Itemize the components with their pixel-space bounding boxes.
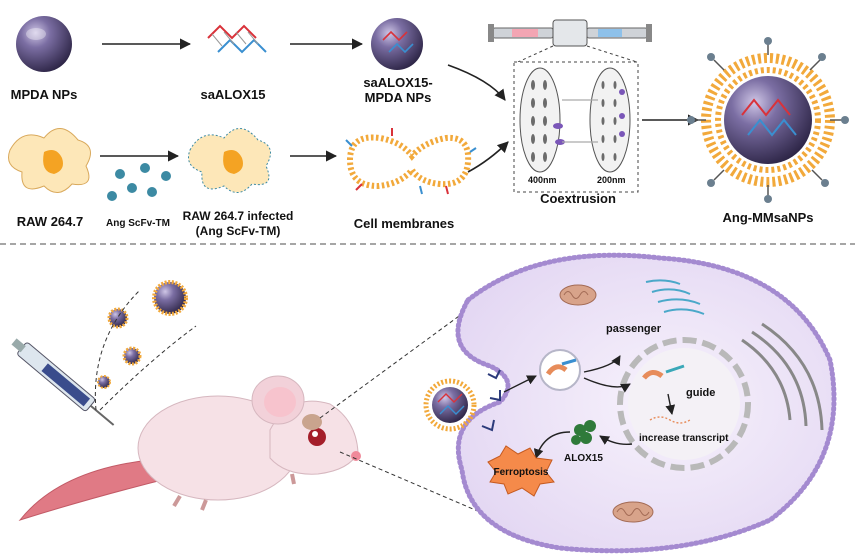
- ang-mmsanp-label: Ang-MMsaNPs: [722, 210, 813, 225]
- coextrusion-label: Coextrusion: [540, 191, 616, 206]
- mitochondrion-top: [559, 284, 597, 306]
- raw-264-label: RAW 264.7: [17, 214, 83, 229]
- virus-particles: [107, 163, 171, 201]
- saalox15-rna-icon: [207, 24, 267, 54]
- pore-400-label: 400nm: [528, 175, 557, 185]
- transcript-strand: [649, 416, 691, 424]
- mpda-nanoparticle: [16, 16, 72, 72]
- membrane-filter-400nm: [519, 67, 565, 173]
- saalox15-mpda-label-line1: saALOX15-: [363, 75, 432, 90]
- mouse-figure: [18, 375, 361, 521]
- ang-scfv-label: Ang ScFv-TM: [106, 218, 170, 229]
- arrow-to-passenger: [583, 355, 621, 373]
- syringe-icon: [11, 338, 115, 426]
- receptor-icons: [481, 369, 501, 432]
- zoom-line-bottom: [339, 451, 481, 513]
- arrow-transcript-to-alox15: [599, 435, 633, 446]
- membrane-filter-200nm: [589, 67, 631, 173]
- alox15-label: ALOX15: [564, 453, 603, 464]
- endosome-with-rna: [539, 349, 581, 391]
- zoom-line-top: [319, 307, 471, 419]
- zoom-line-right: [586, 45, 638, 63]
- saalox15-mpda-nanoparticle: [371, 18, 423, 70]
- mpda-label: MPDA NPs: [11, 87, 78, 102]
- guide-label: guide: [686, 387, 715, 399]
- arrow-uptake: [503, 375, 537, 393]
- arrow-guide-to-transcript: [665, 393, 676, 415]
- guide-rna-complex: [642, 364, 685, 380]
- mitochondrion-bottom: [612, 501, 654, 523]
- injection-cone-left: [94, 289, 141, 411]
- injection-cone-right: [99, 325, 197, 411]
- saalox15-mpda-label-line2: MPDA NPs: [365, 90, 432, 105]
- cell-membrane-vesicle: [345, 128, 477, 195]
- raw-infected-label-line1: RAW 264.7 infected: [183, 209, 294, 223]
- raw-infected-label-line2: (Ang ScFv-TM): [196, 224, 281, 238]
- ferroptosis-burst: [487, 445, 555, 497]
- ang-mmsanp-at-membrane: [423, 378, 477, 432]
- passenger-strand-fragments: [645, 279, 705, 315]
- raw-infected-macrophage: [188, 128, 271, 193]
- alox15-protein-icon: [571, 420, 596, 445]
- zoom-line-left: [517, 45, 554, 63]
- arrow-membranes-to-coextrusion: [467, 141, 509, 173]
- arrow-loaded-to-coextrusion: [447, 64, 506, 101]
- arrow-to-nucleus: [583, 377, 631, 393]
- increase-transcript-label: increase transcript: [639, 433, 729, 444]
- ferroptosis-label: Ferroptosis: [493, 467, 548, 478]
- raw-macrophage: [8, 128, 91, 193]
- extruder-device: [488, 19, 652, 47]
- arrow-alox15-to-ferroptosis: [533, 431, 571, 459]
- passenger-label: passenger: [606, 323, 662, 335]
- cell-membranes-label: Cell membranes: [354, 216, 454, 231]
- injected-nanoparticles: [97, 280, 188, 389]
- pore-200-label: 200nm: [597, 175, 626, 185]
- saalox15-label: saALOX15: [200, 87, 265, 102]
- ang-mmsanp-product: [687, 37, 849, 203]
- cell-nucleus: [617, 322, 824, 471]
